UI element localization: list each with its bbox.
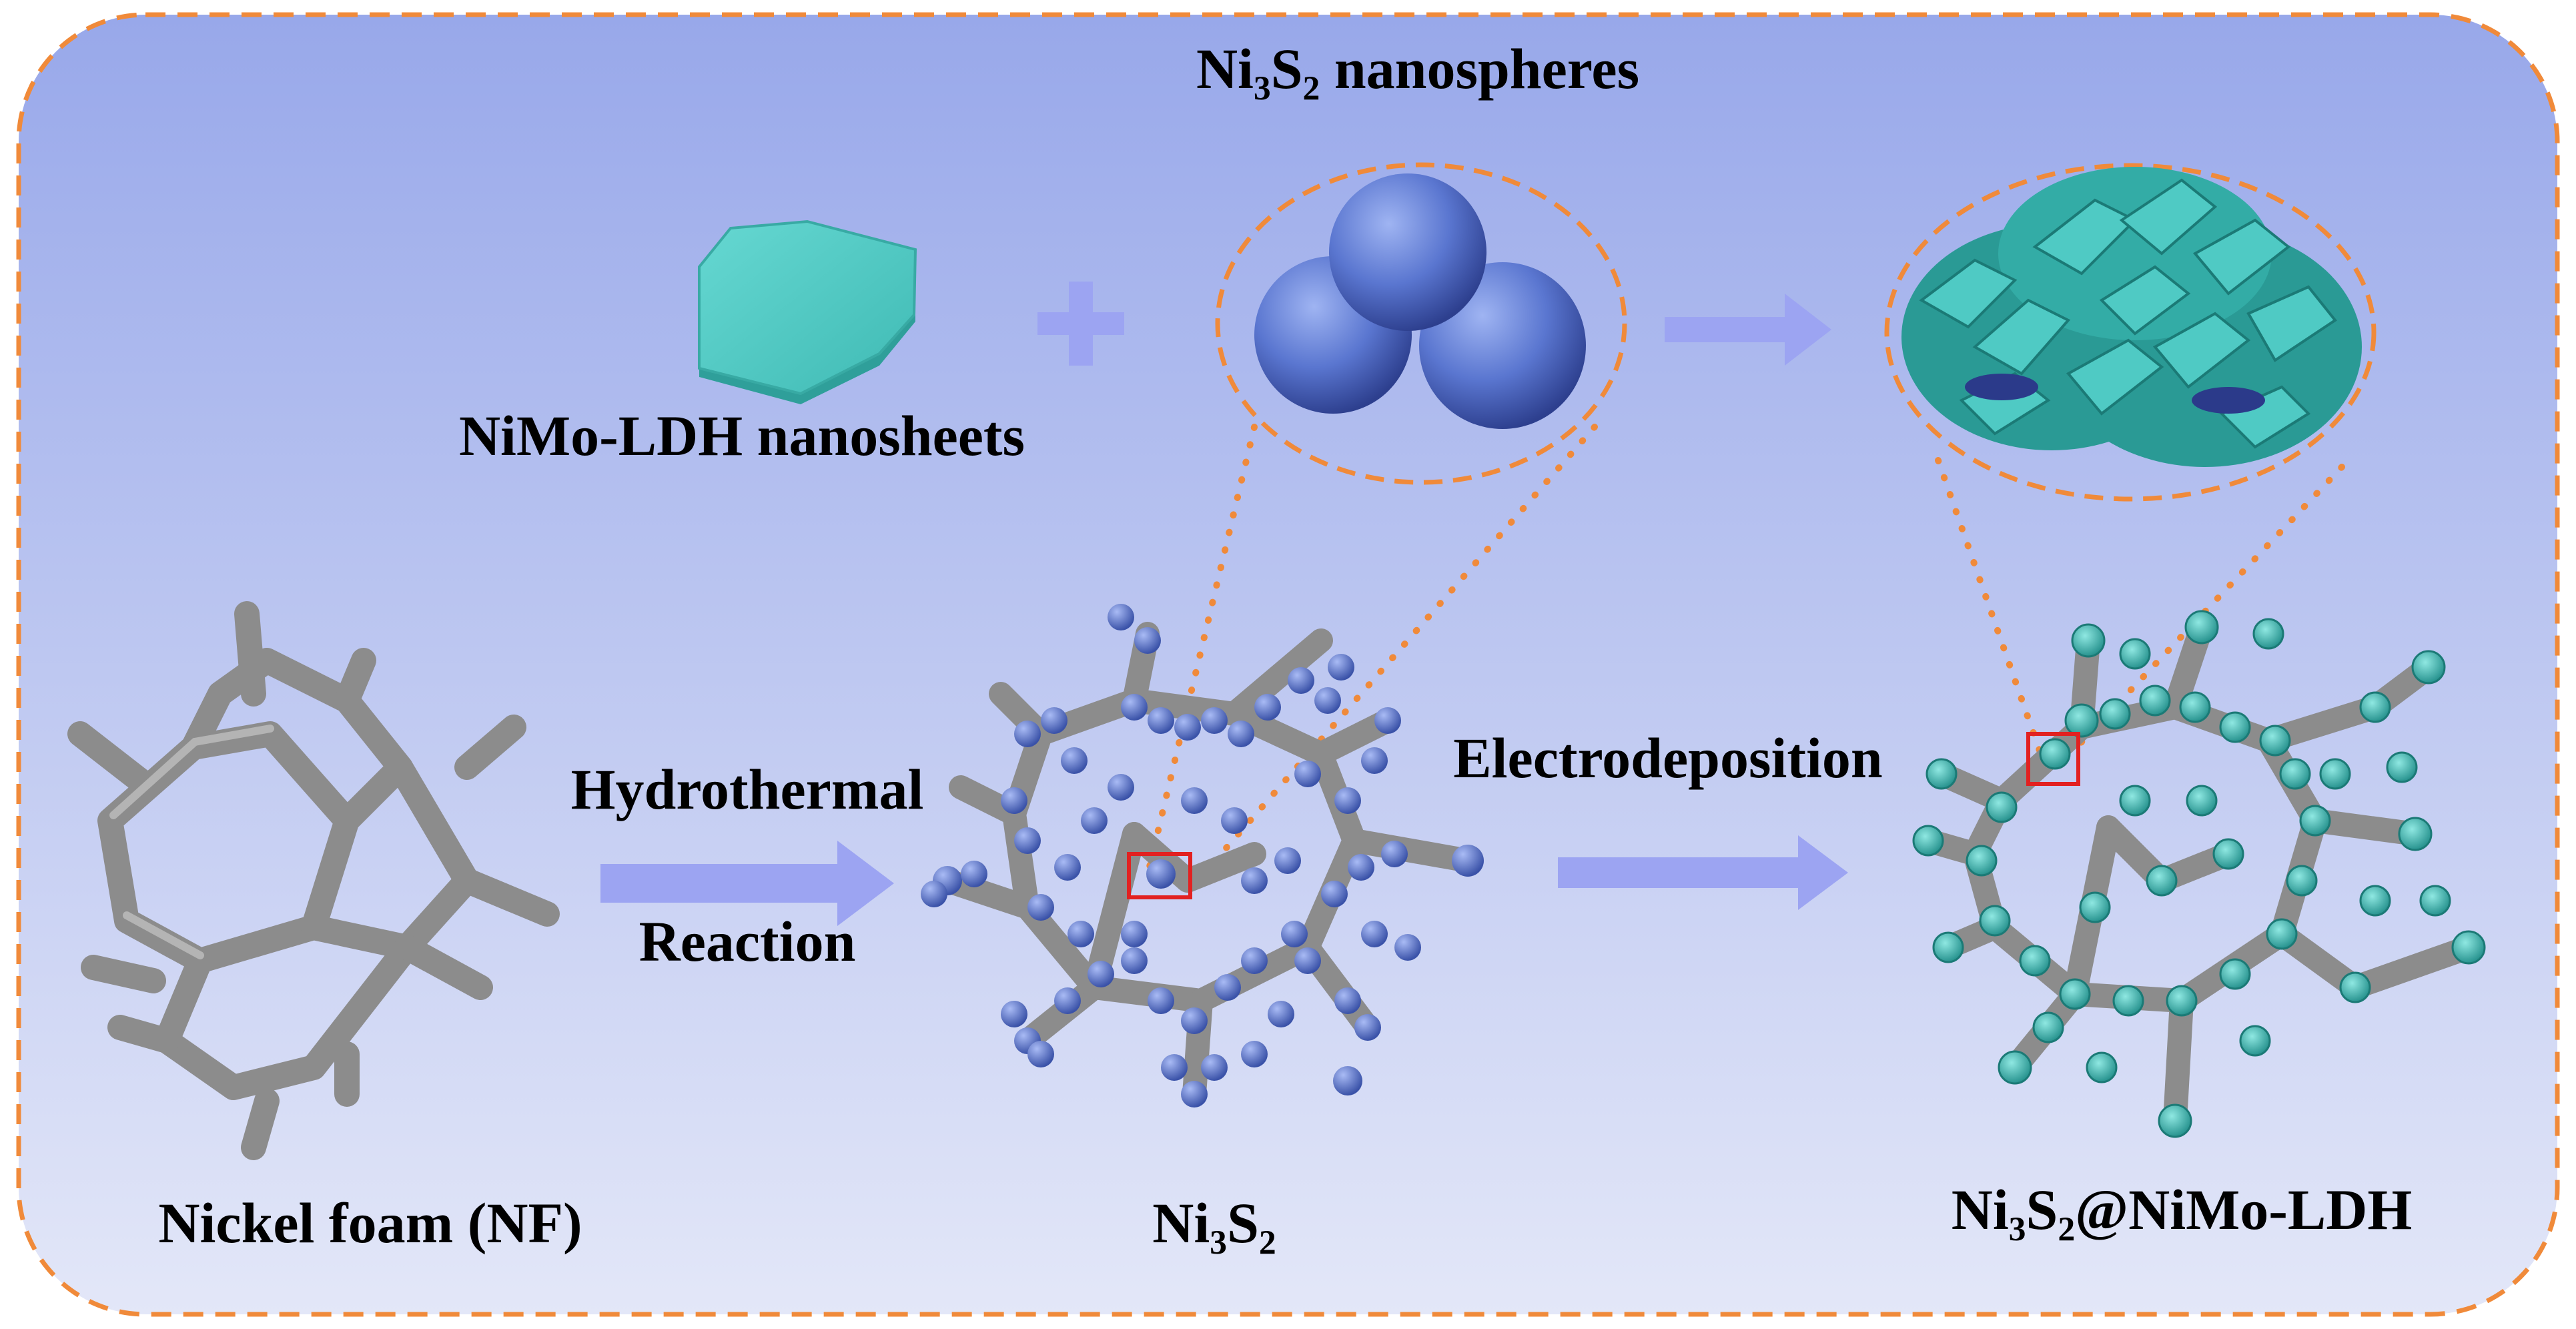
nanosheets-label: NiMo-LDH nanosheets xyxy=(459,404,1025,468)
arrow-top xyxy=(1665,294,1831,366)
ni3s2-nimo-ldh-structure xyxy=(1912,610,2486,1138)
electrodeposition-label: Electrodeposition xyxy=(1453,726,1882,790)
arrow-hydrothermal xyxy=(600,841,894,926)
arrow-electrodeposition xyxy=(1558,835,1848,910)
nanosphere-zoom-ellipse xyxy=(1215,162,1627,485)
nickel-foam-structure xyxy=(67,601,560,1160)
nickel-foam-highlight xyxy=(109,725,274,959)
title-label: Ni₃S₂ nanospheres xyxy=(1196,37,1639,101)
nickel-foam-label: Nickel foam (NF) xyxy=(158,1191,582,1255)
product-highlight-box xyxy=(2026,732,2080,786)
nanosphere-cluster xyxy=(1254,173,1586,429)
ni3s2-label: Ni₃S₂ xyxy=(1152,1191,1276,1255)
ni3s2-highlight-box xyxy=(1127,852,1192,899)
ldh-nanosheet-icon xyxy=(698,219,917,404)
ldh-coated-zoom-ellipse xyxy=(1884,163,2377,502)
reaction-label: Reaction xyxy=(639,909,856,973)
ni3s2-structure xyxy=(921,604,1484,1108)
product-label: Ni₃S₂@NiMo-LDH xyxy=(1952,1178,2413,1242)
ldh-coated-nanospheres xyxy=(1901,167,2362,467)
hydrothermal-label: Hydrothermal xyxy=(571,757,924,821)
plus-icon xyxy=(1037,282,1124,366)
